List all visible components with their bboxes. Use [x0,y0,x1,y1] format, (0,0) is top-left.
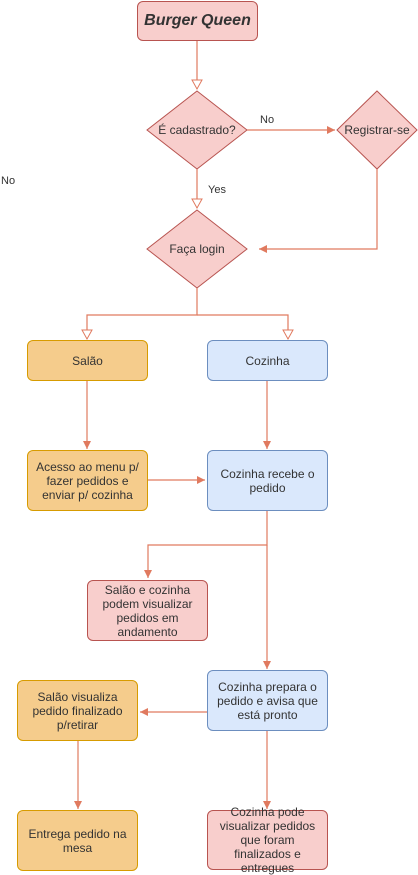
title-node: Burger Queen [137,1,258,41]
edge-label-yes-login: Yes [208,184,226,196]
kitchen-prepares-node: Cozinha prepara o pedido e avisa que est… [207,670,328,731]
edge-login-to-kitchen [197,314,294,341]
view-in-progress-node: Salão e cozinha podem visualizar pedidos… [87,580,208,641]
kitchen-node: Cozinha [207,340,328,381]
decision-is-registered-label: É cadastrado? [158,123,236,137]
kitchen-receives-node: Cozinha recebe o pedido [207,450,328,511]
login-label: Faça login [169,242,225,256]
menu-access-node: Acesso ao menu p/ fazer pedidos e enviar… [27,450,148,511]
edge-label-no-stray: No [1,175,16,187]
edge-login-split [81,288,198,341]
edge-register-to-login [259,169,378,253]
edge-receive-to-in-progress [144,511,268,578]
edge-label-no-register: No [260,114,275,126]
register-label: Registrar-se [344,123,410,137]
salon-node: Salão [27,340,148,381]
deliver-node: Entrega pedido na mesa [17,810,138,871]
kitchen-views-delivered-node: Cozinha pode visualizar pedidos que fora… [207,805,328,875]
salon-views-finished-node: Salão visualiza pedido finalizado p/reti… [17,680,138,741]
